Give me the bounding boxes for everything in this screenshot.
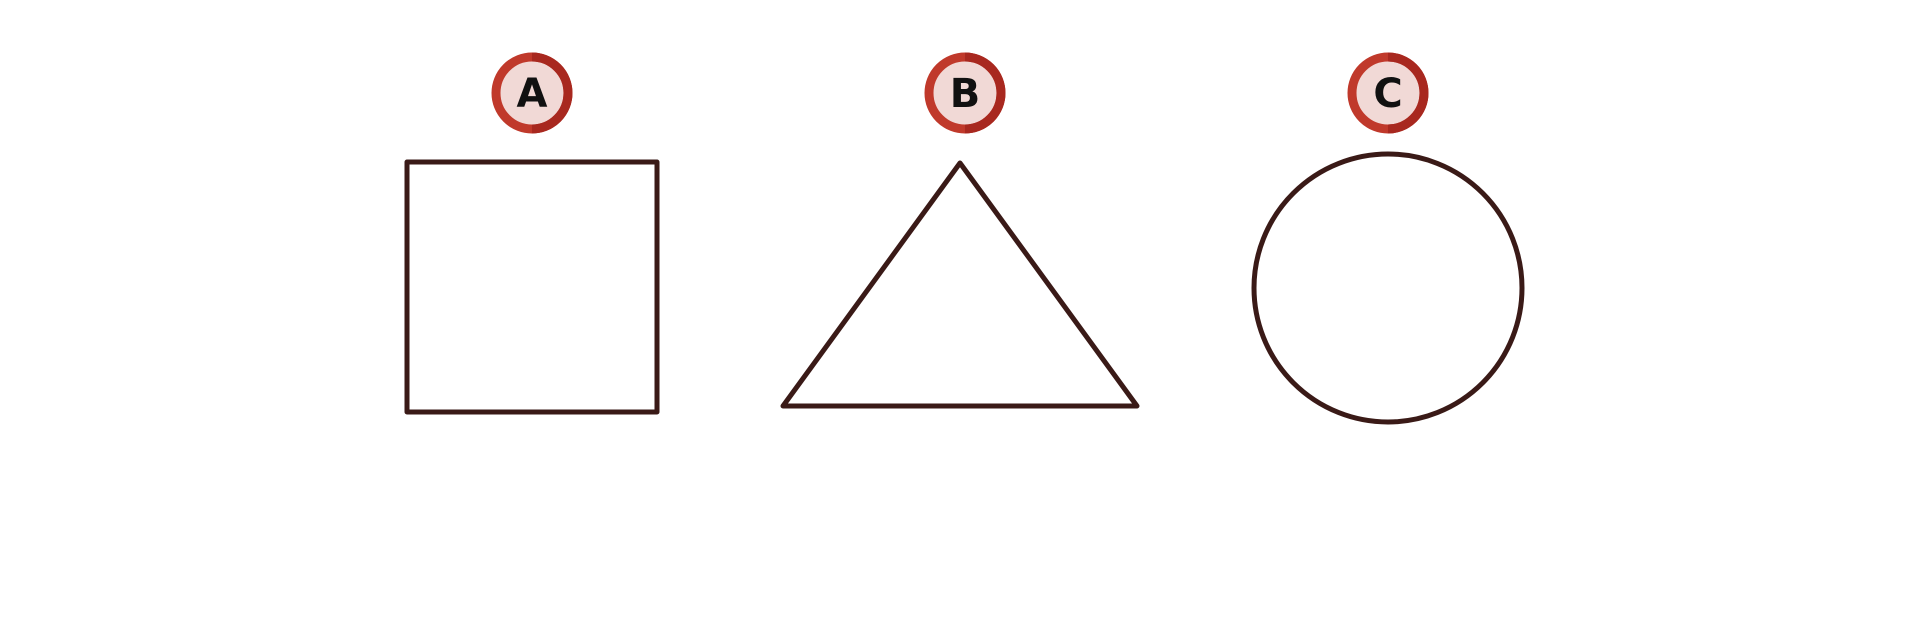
figure-c: C (1251, 52, 1525, 425)
badge-c: C (1347, 52, 1429, 134)
circle-shape (1251, 151, 1525, 425)
badge-c-ring-shade (1387, 52, 1429, 134)
figure-a: A (404, 52, 660, 415)
figure-b: B (780, 52, 1140, 409)
badge-b-label: B (950, 71, 981, 117)
badge-a-label: A (517, 71, 548, 117)
badge-c-label: C (1373, 71, 1402, 117)
badge-b-ring-shade (964, 52, 1006, 134)
square-shape (404, 159, 660, 415)
triangle-shape (780, 160, 1140, 409)
badge-b: B (924, 52, 1006, 134)
badge-a: A (491, 52, 573, 134)
badge-a-ring-shade (531, 52, 573, 134)
